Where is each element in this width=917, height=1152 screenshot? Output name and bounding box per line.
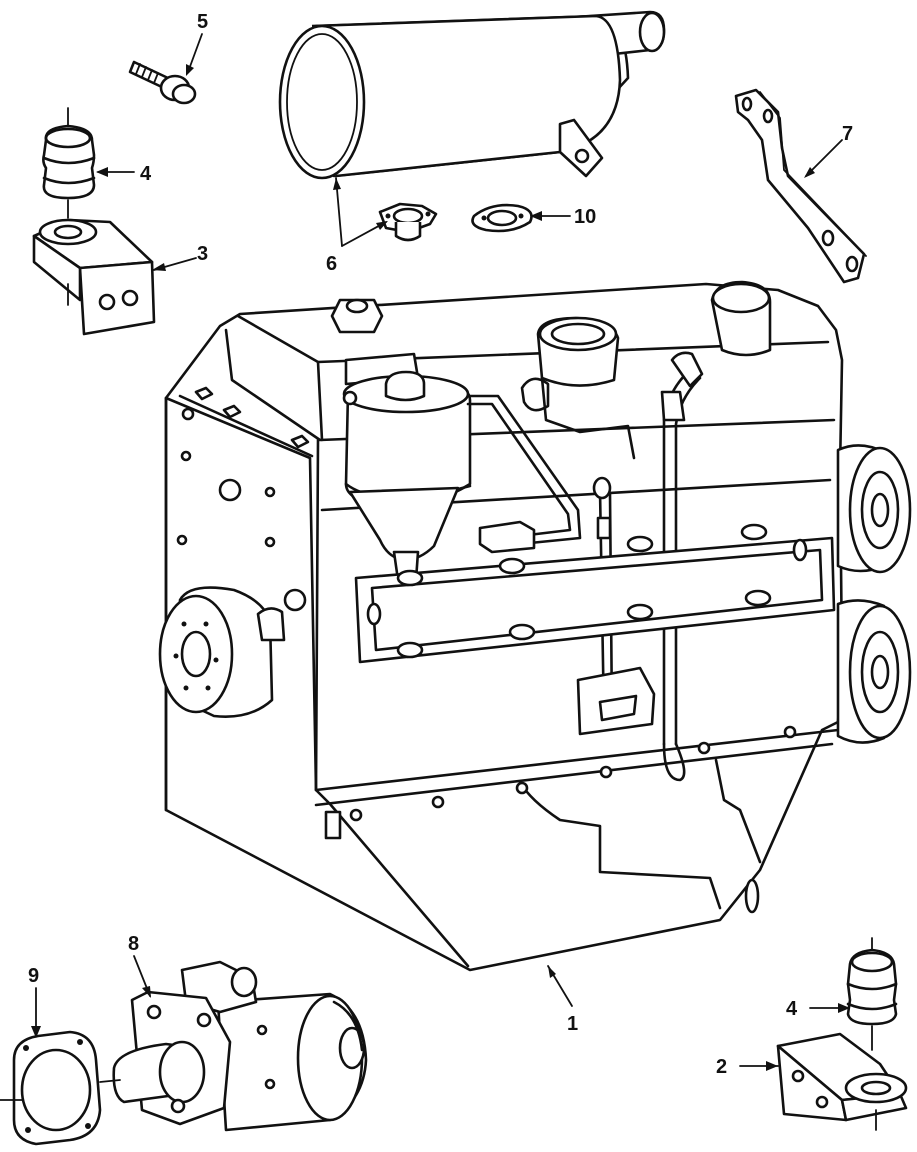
callout-2: 2 [716, 1056, 727, 1078]
part-6-flange-gasket [378, 202, 438, 242]
callout-3: 3 [197, 243, 208, 265]
part-8-starter [112, 960, 368, 1132]
callout-7: 7 [842, 123, 853, 145]
part-6-muffler [278, 10, 666, 180]
callout-6: 6 [326, 253, 337, 275]
part-1-engine [158, 280, 912, 972]
callout-5: 5 [197, 11, 208, 33]
callout-9: 9 [28, 965, 39, 987]
callout-1: 1 [567, 1013, 578, 1035]
callout-4-bottom: 4 [786, 998, 798, 1020]
part-3-bracket [32, 218, 156, 336]
callout-4-top: 4 [140, 163, 152, 185]
part-9-gasket [0, 1030, 121, 1146]
part-4-rubber-mount-bottom [846, 937, 898, 1051]
part-4-rubber-mount-top [42, 107, 96, 219]
callout-labels: 1 2 3 4 4 5 6 7 8 9 10 [28, 11, 853, 1078]
part-5-bolt [128, 60, 197, 105]
leader-lines [31, 33, 850, 1071]
part-2-bracket [776, 1032, 908, 1131]
callout-8: 8 [128, 933, 139, 955]
part-10-gasket [471, 203, 533, 233]
part-7-strap [734, 88, 867, 284]
callout-10: 10 [574, 206, 596, 228]
